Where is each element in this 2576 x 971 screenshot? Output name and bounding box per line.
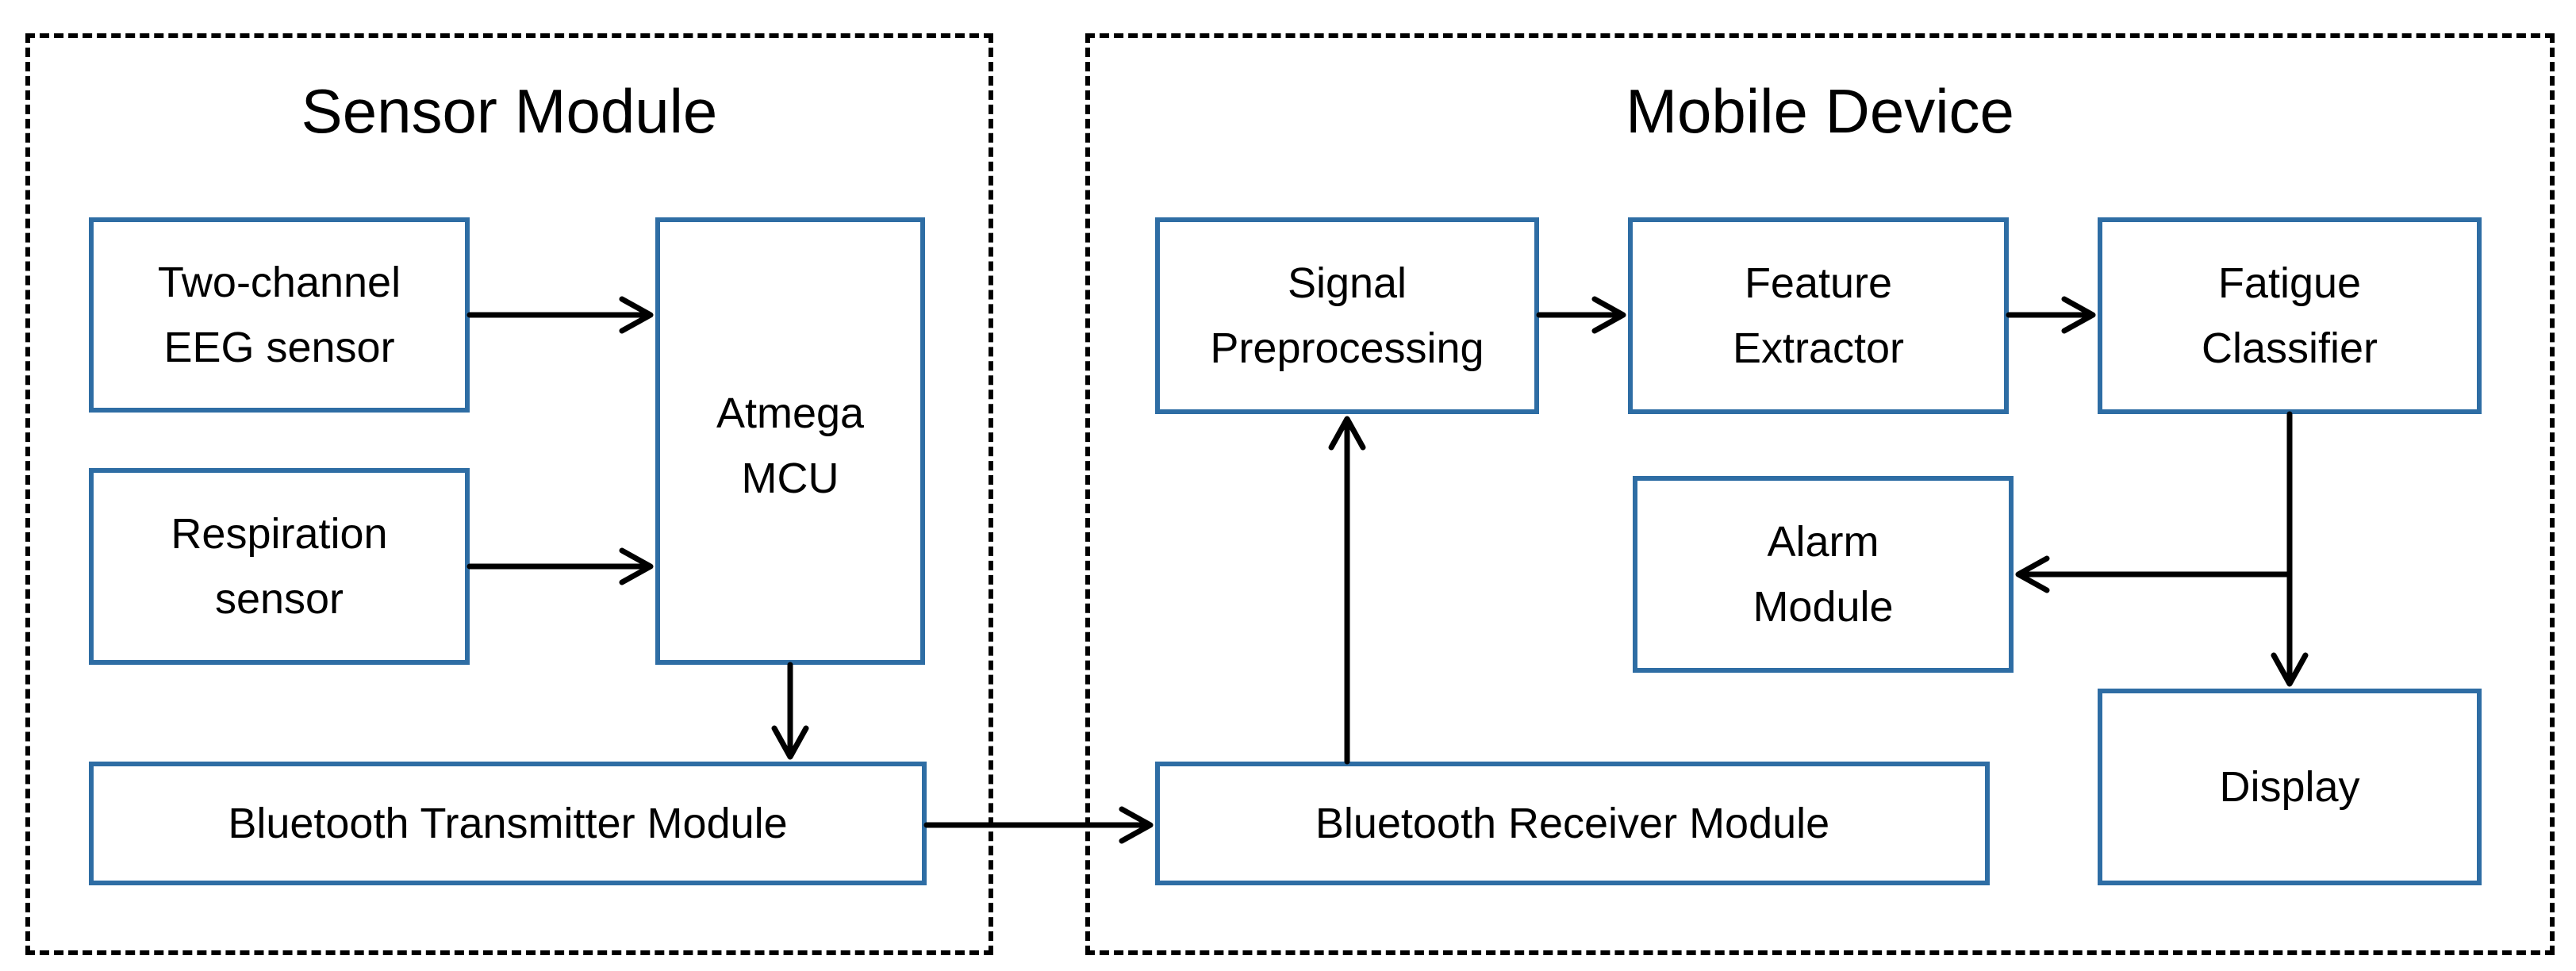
arrow-bt-transmitter-to-bt-receiver: [923, 806, 1154, 844]
arrow-preprocessing-to-feature: [1536, 296, 1626, 334]
respiration-sensor-label: Respiration sensor: [171, 510, 388, 623]
alarm-module-block: Alarm Module: [1633, 476, 2014, 673]
arrow-bt-receiver-to-preprocessing: [1328, 416, 1366, 765]
atmega-mcu-label: Atmega MCU: [716, 390, 865, 502]
sensor-module-group: [25, 33, 993, 955]
bluetooth-transmitter-label: Bluetooth Transmitter Module: [228, 800, 788, 847]
arrow-eeg-to-mcu: [466, 296, 654, 334]
arrow-feature-to-classifier: [2006, 296, 2096, 334]
respiration-sensor-block: Respiration sensor: [89, 468, 470, 665]
signal-preprocessing-block: Signal Preprocessing: [1155, 217, 1539, 414]
arrow-respiration-to-mcu: [466, 547, 654, 585]
mobile-device-group: [1085, 33, 2555, 955]
display-block: Display: [2098, 689, 2482, 885]
eeg-sensor-block: Two-channel EEG sensor: [89, 217, 470, 413]
atmega-mcu-block: Atmega MCU: [655, 217, 925, 665]
signal-preprocessing-label: Signal Preprocessing: [1210, 259, 1484, 372]
fatigue-classifier-block: Fatigue Classifier: [2098, 217, 2482, 414]
arrow-mcu-to-bt-transmitter: [771, 662, 809, 760]
arrow-classifier-to-display: [2271, 411, 2309, 687]
bluetooth-receiver-label: Bluetooth Receiver Module: [1315, 800, 1830, 847]
mobile-device-title: Mobile Device: [1626, 76, 2014, 146]
sensor-module-title: Sensor Module: [301, 76, 718, 146]
bluetooth-receiver-block: Bluetooth Receiver Module: [1155, 762, 1990, 885]
bluetooth-transmitter-block: Bluetooth Transmitter Module: [89, 762, 927, 885]
alarm-module-label: Alarm Module: [1753, 518, 1894, 631]
display-label: Display: [2219, 763, 2360, 811]
feature-extractor-block: Feature Extractor: [1628, 217, 2009, 414]
arrow-classifier-to-alarm: [2015, 555, 2293, 593]
feature-extractor-label: Feature Extractor: [1732, 259, 1905, 372]
eeg-sensor-label: Two-channel EEG sensor: [157, 259, 401, 371]
fatigue-classifier-label: Fatigue Classifier: [2201, 259, 2378, 372]
